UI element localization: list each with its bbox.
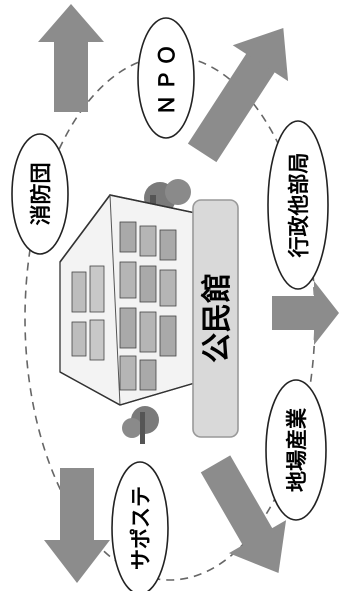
center-label-box xyxy=(192,199,239,438)
node-shobodan-ellipse xyxy=(11,133,69,255)
arrow-up-left xyxy=(38,4,104,112)
arrow-down-left xyxy=(44,468,110,583)
arrow-right xyxy=(272,281,339,345)
node-gyosei-label: 行政他部局 xyxy=(287,153,311,259)
node-jiba-label: 地場産業 xyxy=(285,407,309,492)
node-jiba-ellipse xyxy=(265,379,327,521)
node-saposute-label: サポステ xyxy=(129,486,153,570)
node-shobodan-label: 消防団 xyxy=(29,163,53,226)
arrow-up-right xyxy=(187,27,289,163)
node-npo-label: ＮＰＯ xyxy=(155,41,179,116)
building-illustration xyxy=(59,179,206,444)
center-label: 公民館 xyxy=(200,273,235,363)
node-npo-ellipse xyxy=(137,17,195,139)
arrow-down-right xyxy=(200,455,287,574)
node-gyosei-ellipse xyxy=(267,120,329,290)
